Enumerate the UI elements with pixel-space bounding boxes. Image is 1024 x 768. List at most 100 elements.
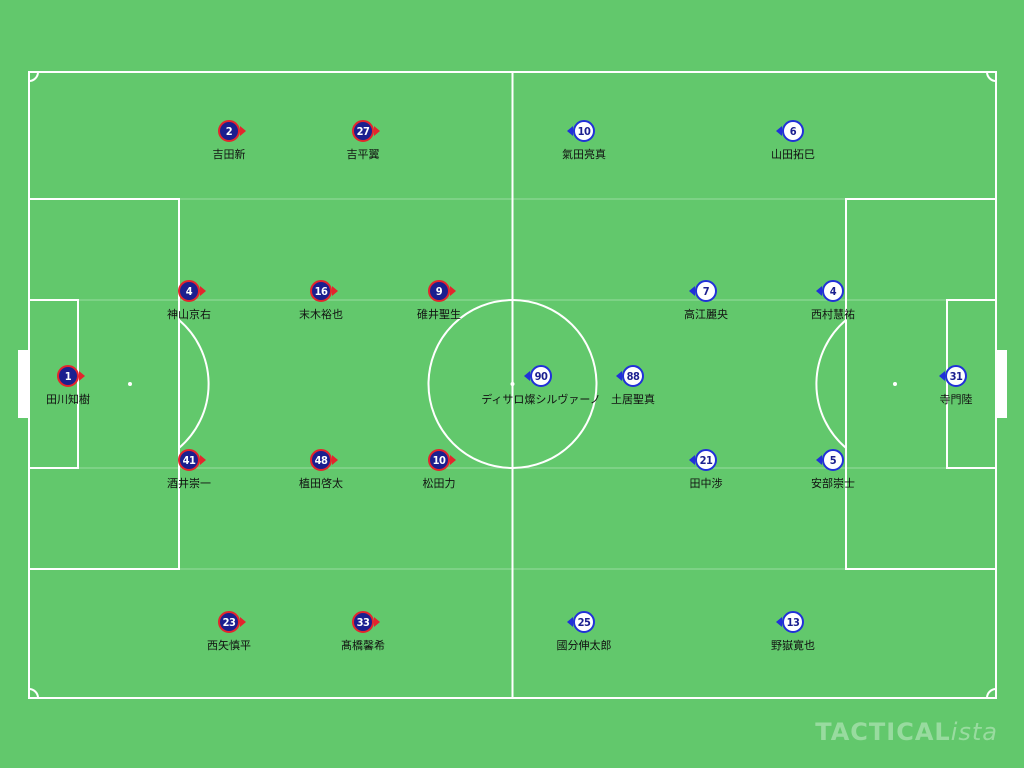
home-player[interactable]: 2 吉田新 (169, 117, 289, 173)
away-player[interactable]: 21 田中渉 (646, 446, 766, 502)
direction-right-icon (200, 286, 206, 296)
player-number: 31 (945, 365, 967, 387)
direction-right-icon (200, 455, 206, 465)
direction-left-icon (776, 126, 782, 136)
left-penalty-arc (178, 319, 210, 449)
home-player[interactable]: 48 植田啓太 (261, 446, 381, 502)
player-name: 田中渉 (689, 477, 723, 490)
direction-left-icon (567, 126, 573, 136)
home-player[interactable]: 23 西矢慎平 (169, 608, 289, 664)
player-name: 酒井崇一 (167, 477, 211, 490)
corner-arc-tl (28, 71, 39, 82)
player-marker: 23 (218, 611, 246, 633)
player-number: 48 (310, 449, 332, 471)
player-marker: 90 (524, 365, 552, 387)
player-marker: 33 (352, 611, 380, 633)
player-marker: 48 (310, 449, 338, 471)
brand-watermark: TACTICALista (815, 718, 998, 746)
direction-right-icon (332, 455, 338, 465)
corner-arc-br (986, 688, 997, 699)
direction-left-icon (816, 286, 822, 296)
corner-arc-bl (28, 688, 39, 699)
away-player[interactable]: 5 安部崇士 (773, 446, 893, 502)
home-player[interactable]: 9 碓井聖生 (379, 277, 499, 333)
away-player[interactable]: 6 山田拓巳 (733, 117, 853, 173)
direction-left-icon (567, 617, 573, 627)
player-number: 41 (178, 449, 200, 471)
player-number: 1 (57, 365, 79, 387)
left-penalty-spot (128, 382, 132, 386)
direction-right-icon (240, 126, 246, 136)
center-circle (427, 299, 598, 469)
right-goal (996, 350, 1007, 418)
player-name: 植田啓太 (299, 477, 343, 490)
player-number: 88 (622, 365, 644, 387)
player-name: 西矢慎平 (207, 639, 251, 652)
player-name: 末木裕也 (299, 308, 343, 321)
away-player[interactable]: 90 ディサロ燦シルヴァーノ (481, 362, 601, 418)
home-player[interactable]: 10 松田力 (379, 446, 499, 502)
corner-arc-tr (986, 71, 997, 82)
player-number: 6 (782, 120, 804, 142)
player-name: 西村慧祐 (811, 308, 855, 321)
player-name: 神山京右 (167, 308, 211, 321)
player-number: 13 (782, 611, 804, 633)
home-player[interactable]: 4 神山京右 (129, 277, 249, 333)
player-name: 山田拓巳 (771, 148, 815, 161)
player-marker: 4 (178, 280, 206, 302)
direction-left-icon (939, 371, 945, 381)
away-player[interactable]: 88 土居聖真 (573, 362, 693, 418)
player-marker: 88 (616, 365, 644, 387)
player-marker: 13 (776, 611, 804, 633)
player-marker: 25 (567, 611, 595, 633)
away-player[interactable]: 31 寺門陸 (896, 362, 1016, 418)
player-number: 7 (695, 280, 717, 302)
player-marker: 10 (428, 449, 456, 471)
player-marker: 4 (816, 280, 844, 302)
player-marker: 10 (567, 120, 595, 142)
away-player[interactable]: 25 國分伸太郎 (524, 608, 644, 664)
away-player[interactable]: 13 野嶽寛也 (733, 608, 853, 664)
player-name: 吉田新 (212, 148, 246, 161)
home-player[interactable]: 41 酒井崇一 (129, 446, 249, 502)
player-name: 國分伸太郎 (556, 639, 612, 652)
player-name: 野嶽寛也 (771, 639, 815, 652)
player-marker: 1 (57, 365, 85, 387)
player-name: 安部崇士 (811, 477, 855, 490)
player-name: 髙橋馨希 (341, 639, 385, 652)
player-number: 10 (573, 120, 595, 142)
direction-right-icon (374, 617, 380, 627)
right-penalty-arc (815, 319, 847, 449)
player-number: 2 (218, 120, 240, 142)
direction-right-icon (450, 286, 456, 296)
player-name: 碓井聖生 (417, 308, 461, 321)
direction-right-icon (450, 455, 456, 465)
direction-right-icon (374, 126, 380, 136)
away-player[interactable]: 10 氣田亮真 (524, 117, 644, 173)
player-marker: 7 (689, 280, 717, 302)
brand-suffix: ista (950, 718, 998, 746)
player-number: 27 (352, 120, 374, 142)
player-name: 氣田亮真 (562, 148, 606, 161)
home-player[interactable]: 33 髙橋馨希 (303, 608, 423, 664)
direction-left-icon (689, 455, 695, 465)
right-penalty-spot (893, 382, 897, 386)
player-marker: 2 (218, 120, 246, 142)
player-number: 4 (178, 280, 200, 302)
player-marker: 21 (689, 449, 717, 471)
player-name: ディサロ燦シルヴァーノ (481, 393, 601, 406)
direction-left-icon (689, 286, 695, 296)
player-name: 松田力 (422, 477, 456, 490)
player-name: 寺門陸 (939, 393, 973, 406)
player-marker: 41 (178, 449, 206, 471)
player-name: 土居聖真 (611, 393, 655, 406)
away-player[interactable]: 4 西村慧祐 (773, 277, 893, 333)
player-number: 9 (428, 280, 450, 302)
player-marker: 27 (352, 120, 380, 142)
player-marker: 6 (776, 120, 804, 142)
player-marker: 5 (816, 449, 844, 471)
